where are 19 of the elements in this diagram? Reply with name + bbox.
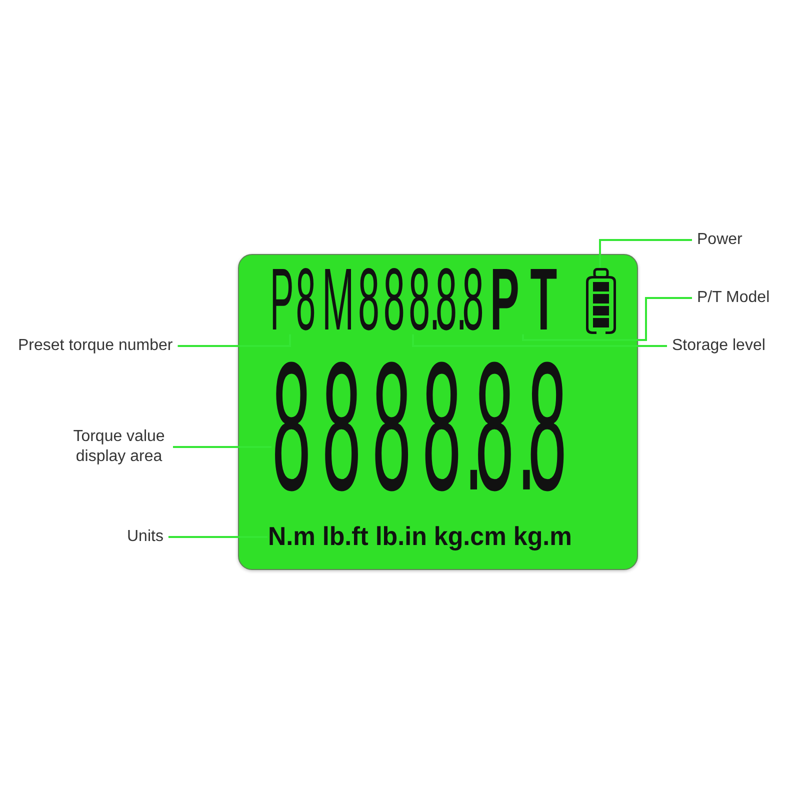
segment-readout: P8: [270, 268, 318, 334]
callout-label: Storage level: [672, 336, 766, 356]
leader-line: [412, 334, 667, 347]
unit-labels: N.m lb.ft lb.in kg.cm kg.m: [268, 522, 572, 552]
segment-readout: M888.8.8: [322, 268, 488, 334]
mode-letters: PT: [490, 268, 568, 334]
callout-label: Preset torque number: [18, 336, 173, 356]
leader-line: [178, 334, 291, 347]
leader-line: [168, 536, 268, 538]
lcd-display-panel: [238, 254, 638, 570]
leader-line: [173, 446, 272, 448]
segment-readout: 8888.8.8: [272, 358, 578, 496]
callout-label: Units: [127, 527, 164, 547]
battery-icon: [586, 268, 616, 334]
callout-label: Power: [697, 230, 742, 250]
callout-label: Torque value display area: [70, 427, 168, 467]
leader-line: [522, 297, 692, 341]
callout-label: P/T Model: [697, 288, 770, 308]
leader-line: [599, 239, 692, 268]
